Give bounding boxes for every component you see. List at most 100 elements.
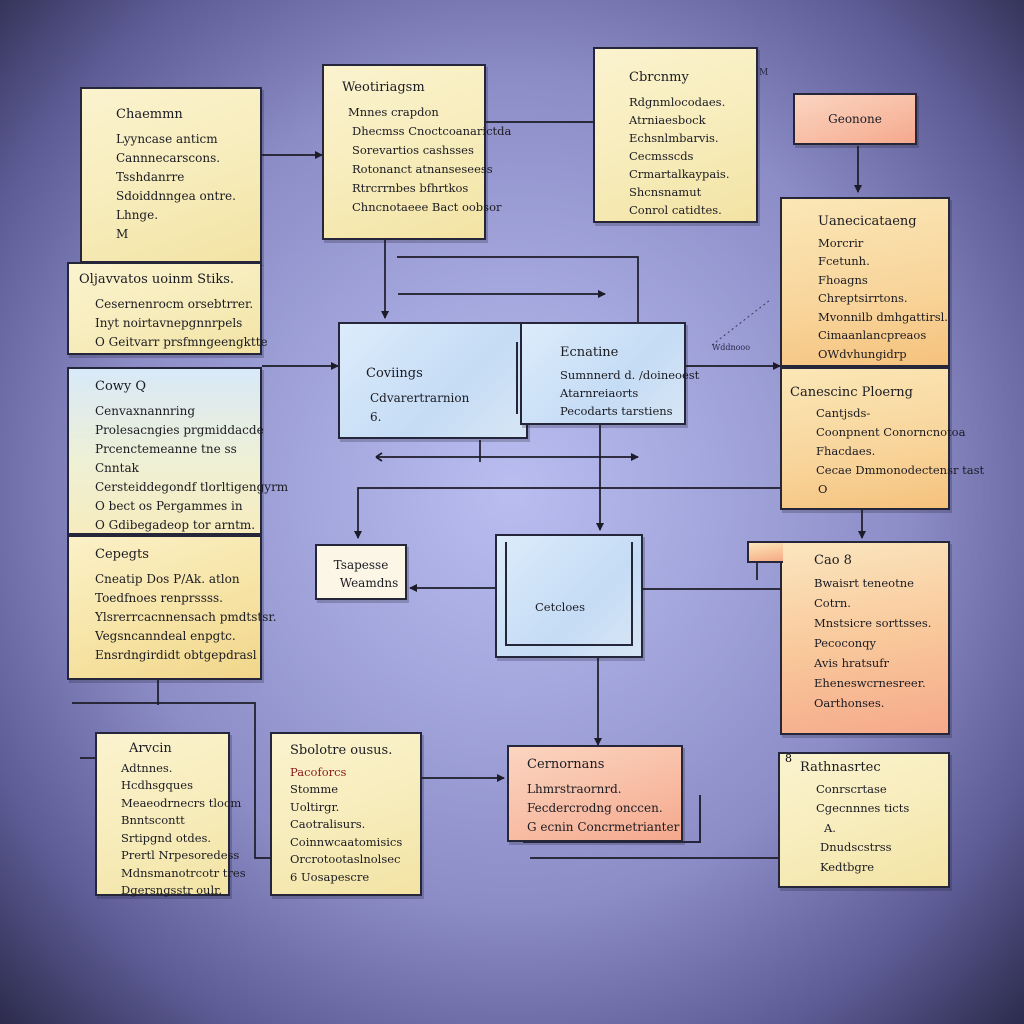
card-geonone[interactable]: Geonone bbox=[793, 93, 917, 145]
card-title: Cernornans bbox=[527, 757, 605, 772]
card-line: Lhmrstraornrd. bbox=[527, 782, 622, 796]
card-line: Bwaisrt teneotne bbox=[814, 576, 914, 590]
card-line: Dhecmss Cnoctcoanarictda bbox=[352, 124, 512, 138]
card-cetcloes[interactable]: Cetcloes bbox=[495, 534, 643, 658]
card-cbrcnmy[interactable]: Cbrcnmy Rdgnmlocodaes. Atrniaesbock Echs… bbox=[593, 47, 758, 223]
card-line: Lhnge. bbox=[116, 208, 159, 222]
inner-frame bbox=[505, 542, 633, 646]
card-line: 6. bbox=[370, 410, 382, 424]
card-weotiriagsm[interactable]: Weotiriagsm Mnnes crapdon Dhecmss Cnoctc… bbox=[322, 64, 512, 240]
card-line: A. bbox=[824, 820, 836, 835]
card-line: Tsshdanrre bbox=[116, 170, 185, 184]
card-cernornans[interactable]: Cernornans Lhmrstraornrd. Fecdercrodng o… bbox=[507, 745, 701, 843]
card-line: Sumnnerd d. /doineoest bbox=[560, 368, 700, 382]
annotation-8: 8 bbox=[785, 752, 792, 765]
card-title: Cetcloes bbox=[535, 600, 585, 614]
card-arvcin[interactable]: Arvcin Adtnnes. Hcdhsgques Meaeodrnecrs … bbox=[95, 732, 246, 897]
card-sbolotre[interactable]: Sbolotre ousus. Pacoforcs Stomme Uoltirg… bbox=[270, 732, 422, 896]
card-line: O Geitvarr prsfmngeengktte bbox=[95, 335, 268, 349]
card-line: Crmartalkaypais. bbox=[629, 167, 730, 181]
card-line: Chreptsirrtons. bbox=[818, 291, 908, 305]
connector-right-to-lower bbox=[354, 487, 780, 539]
card-line: Sorevartios cashsses bbox=[352, 143, 474, 157]
card-line: Atrniaesbock bbox=[629, 113, 706, 127]
card-chaemmn[interactable]: Chaemmn Lyyncase anticm Cannnecarscons. … bbox=[80, 87, 262, 263]
card-line: Fecdercrodng onccen. bbox=[527, 801, 663, 815]
card-line: Prolesacngies prgmiddacde bbox=[95, 423, 264, 437]
sketch-mark bbox=[711, 299, 771, 346]
card-line: Toedfnoes renprssss. bbox=[95, 591, 223, 605]
card-line: Echsnlmbarvis. bbox=[629, 131, 719, 145]
card-title: Geonone bbox=[828, 112, 882, 126]
card-line: Cdvarertrarnion bbox=[370, 391, 470, 405]
card-title: Cao 8 bbox=[814, 553, 852, 568]
card-line: Coinnwcaatomisics bbox=[290, 834, 403, 849]
card-ecnatine[interactable]: Ecnatine Sumnnerd d. /doineoest Atarnrei… bbox=[516, 322, 700, 425]
card-line: Oarthonses. bbox=[814, 696, 885, 710]
card-line: Pacoforcs bbox=[290, 764, 347, 779]
card-line: Stomme bbox=[290, 782, 339, 796]
card-line: Ylsrerrcacnnensach pmdtstsr. bbox=[95, 610, 277, 624]
connector-center-loop bbox=[397, 256, 639, 322]
card-line: Rotonanct atnanseseess bbox=[352, 162, 493, 176]
card-line: Dgersngsstr oulr. bbox=[121, 883, 223, 897]
card-title: Weotiriagsm bbox=[342, 80, 425, 95]
card-line: Rdgnmlocodaes. bbox=[629, 95, 726, 109]
card-line: Prertl Nrpesoredess bbox=[121, 848, 240, 862]
card-line: Chncnotaeee Bact oobsor bbox=[352, 200, 502, 214]
card-line: Mnstsicre sorttsses. bbox=[814, 616, 932, 630]
card-line: Fhacdaes. bbox=[816, 444, 876, 458]
card-line: Cesernenrocm orsebtrrer. bbox=[95, 297, 254, 311]
card-line: Mnnes crapdon bbox=[348, 105, 439, 119]
card-title: Coviings bbox=[366, 366, 423, 381]
card-tsapesse[interactable]: Tsapesse Weamdns bbox=[315, 544, 407, 600]
card-line: Meaeodrnecrs tlocm bbox=[121, 795, 242, 810]
card-line: O Gdibegadeop tor arntm. bbox=[95, 518, 256, 532]
card-line: Shcnsnamut bbox=[629, 185, 702, 199]
card-line: Cnntak bbox=[95, 461, 139, 475]
card-line: Cannnecarscons. bbox=[116, 151, 221, 165]
card-line: Atarnreiaorts bbox=[560, 386, 639, 400]
card-line: Cneatip Dos P/Ak. atlon bbox=[95, 572, 240, 586]
card-line: Dnudscstrss bbox=[820, 840, 892, 854]
card-line: Pecoconqy bbox=[814, 636, 877, 650]
card-cepegts[interactable]: Cepegts Cneatip Dos P/Ak. atlon Toedfnoe… bbox=[67, 535, 277, 680]
card-oljavvatos[interactable]: Oljavvatos uoinm Stiks. Cesernenrocm ors… bbox=[67, 262, 268, 355]
stacked-shadow bbox=[523, 795, 701, 843]
card-uanecicataeng[interactable]: Uanecicataeng Morcrir Fcetunh. Fhoagns C… bbox=[780, 197, 950, 367]
card-line: Inyt noirtavnepgnnrpels bbox=[95, 316, 243, 330]
card-line: Eheneswcrnesreer. bbox=[814, 676, 926, 690]
card-title: Uanecicataeng bbox=[818, 214, 917, 229]
card-line: Mvonnilb dmhgattirsl. bbox=[818, 309, 948, 324]
card-line: M bbox=[116, 227, 129, 241]
card-canescinc[interactable]: Canescinc Ploerng Cantjsds- Coonpnent Co… bbox=[780, 367, 984, 510]
card-line: Adtnnes. bbox=[121, 760, 173, 775]
card-line: Weamdns bbox=[339, 576, 399, 590]
card-line: Bnntscontt bbox=[121, 813, 185, 827]
card-rathnasrtec[interactable]: Rathnasrtec Conrscrtase Cgecnnnes ticts … bbox=[778, 752, 950, 888]
card-title: Arvcin bbox=[129, 741, 172, 756]
card-title: Sbolotre ousus. bbox=[290, 743, 393, 758]
card-line: Cantjsds- bbox=[816, 406, 871, 420]
card-line: O bect os Pergammes in bbox=[95, 499, 243, 513]
card-title: Cbrcnmy bbox=[629, 70, 689, 85]
card-line: Cersteiddegondf tlorltigengyrm bbox=[95, 480, 289, 494]
card-line: Mdnsmanotrcotr tres bbox=[121, 865, 246, 880]
card-line: Morcrir bbox=[818, 235, 864, 250]
connector-left-bottom bbox=[72, 702, 270, 859]
card-title: Tsapesse bbox=[333, 558, 389, 572]
card-cowy[interactable]: Cowy Q Cenvaxnannring Prolesacngies prgm… bbox=[67, 367, 289, 535]
card-cao[interactable]: Cao 8 Bwaisrt teneotne Cotrn. Mnstsicre … bbox=[780, 541, 950, 735]
card-title: Canescinc Ploerng bbox=[790, 385, 913, 400]
card-line: Hcdhsgques bbox=[121, 778, 193, 792]
card-line: Cgecnnnes ticts bbox=[816, 801, 910, 815]
card-line: O bbox=[818, 482, 828, 496]
card-title: Oljavvatos uoinm Stiks. bbox=[79, 272, 235, 287]
annotation-m: M bbox=[759, 68, 769, 78]
card-line: OWdvhungidrp bbox=[818, 346, 907, 361]
card-line: Conrol catidtes. bbox=[629, 203, 722, 217]
card-coviings[interactable]: Coviings Cdvarertrarnion 6. bbox=[338, 322, 528, 439]
card-cao-tab bbox=[747, 541, 783, 563]
bracket-line bbox=[516, 342, 518, 414]
